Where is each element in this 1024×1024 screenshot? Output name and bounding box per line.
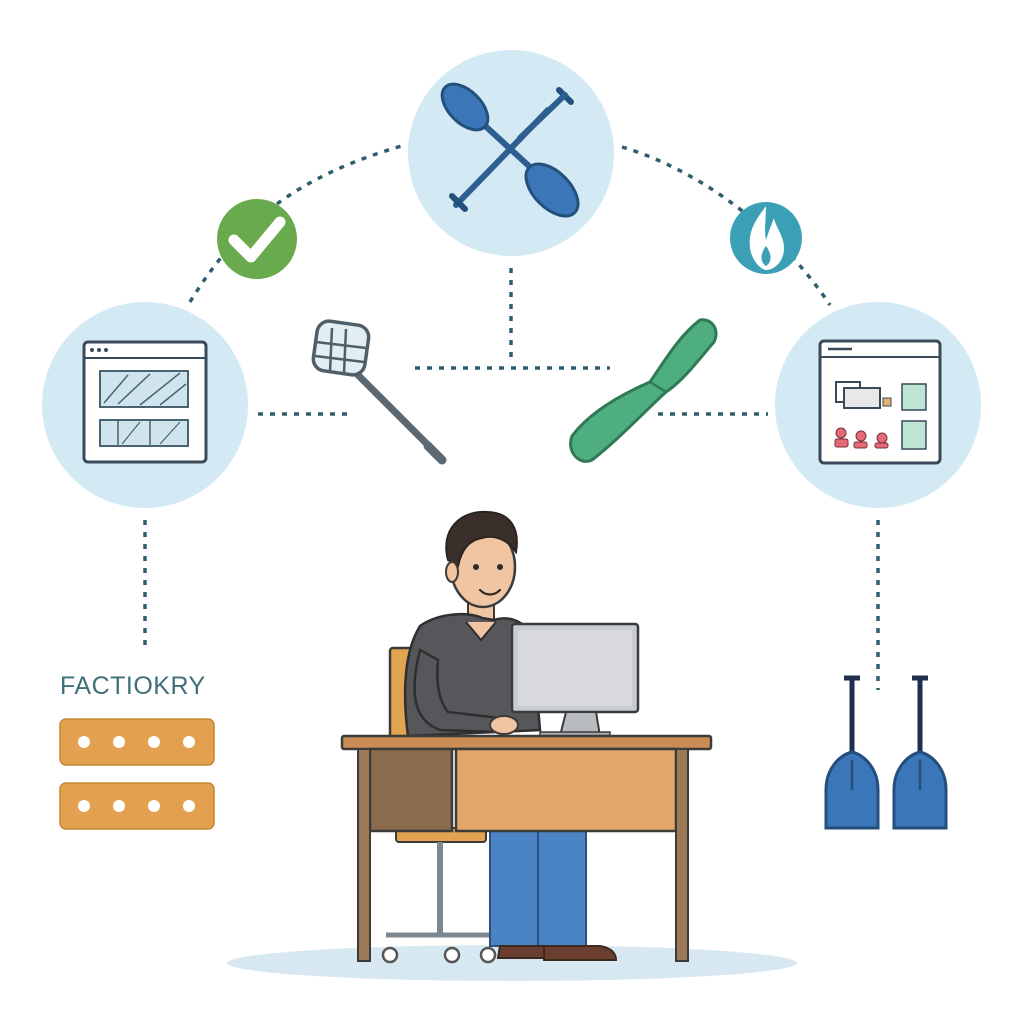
node-dashboard-window bbox=[775, 302, 981, 508]
diagram-label: FACTIOKRY bbox=[60, 672, 206, 700]
racquet-paddle-icon bbox=[311, 319, 447, 465]
node-crossed-paddles bbox=[408, 50, 614, 256]
desk bbox=[340, 734, 713, 962]
workstation-scene bbox=[227, 510, 797, 981]
checkmark-icon bbox=[217, 199, 297, 279]
connector-top-right bbox=[621, 145, 832, 306]
node-wireframe-window bbox=[42, 302, 248, 508]
person-hair bbox=[445, 510, 518, 568]
connectors bbox=[143, 143, 880, 690]
server-panel-icon bbox=[59, 718, 215, 830]
crossed-paddles-icon bbox=[440, 82, 580, 218]
kayak-paddle-icon bbox=[824, 675, 948, 830]
double-paddle-icon bbox=[569, 318, 718, 463]
flame-icon bbox=[730, 202, 802, 274]
person-at-desk bbox=[403, 510, 618, 961]
wireframe-window-icon bbox=[82, 340, 208, 464]
dashboard-window-icon bbox=[818, 339, 942, 465]
